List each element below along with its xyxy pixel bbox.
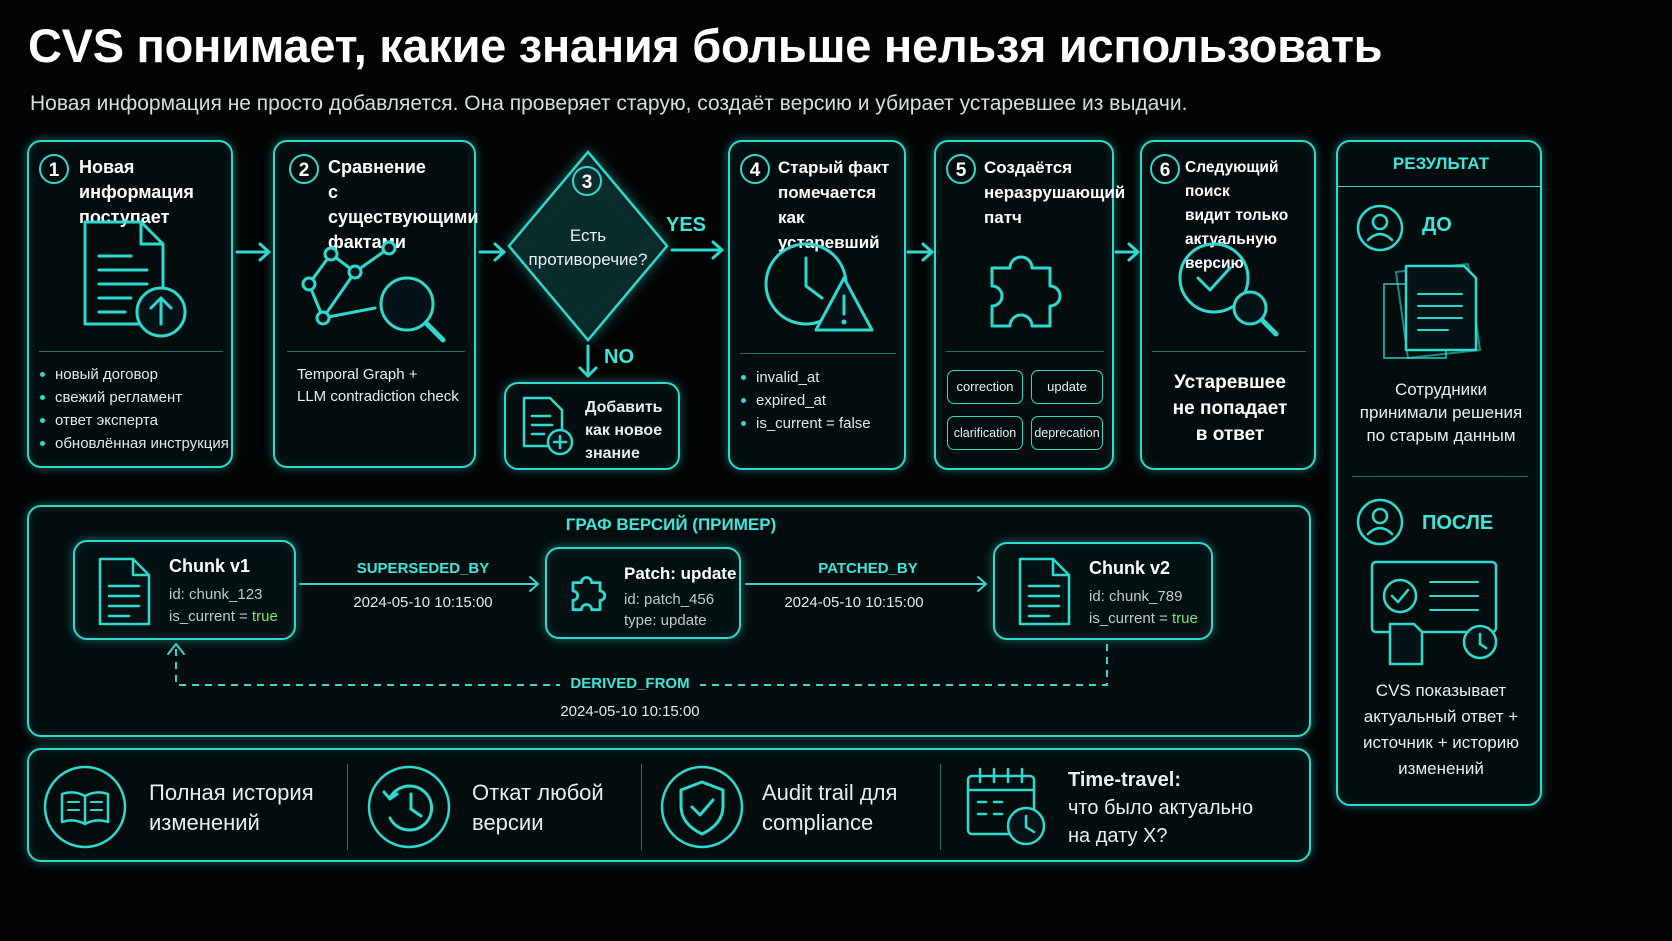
decision-diamond <box>507 150 669 342</box>
edge-superseded-time: 2024-05-10 10:15:00 <box>353 594 493 611</box>
list-item: ответ эксперта <box>39 409 229 432</box>
document-icon <box>1018 557 1071 626</box>
page-subtitle: Новая информация не просто добавляется. … <box>30 92 1188 115</box>
features-panel <box>27 748 1311 862</box>
chunk-v1-node: Chunk v1 id: chunk_123 is_current = true <box>73 540 296 640</box>
node-type: type: update <box>624 612 707 629</box>
arrow-right-icon <box>670 240 724 260</box>
clock-warning-icon <box>764 242 874 332</box>
tag-correction: correction <box>947 370 1023 404</box>
derived-from-dashed-edge <box>167 643 1108 686</box>
list-item: обновлённая инструкция <box>39 432 229 455</box>
tag-clarification: clarification <box>947 416 1023 450</box>
step-number: 3 <box>572 166 602 196</box>
edge-derived-time: 2024-05-10 10:15:00 <box>560 703 700 720</box>
chunk-v2-node: Chunk v2 id: chunk_789 is_current = true <box>993 542 1213 640</box>
check-search-icon <box>1178 242 1279 337</box>
yes-label: YES <box>666 214 707 236</box>
list-item: свежий регламент <box>39 386 229 409</box>
edge-derived-label: DERIVED_FROM <box>560 675 700 692</box>
stacked-documents-icon <box>1383 263 1481 359</box>
shield-check-icon <box>660 765 744 849</box>
puzzle-icon <box>990 255 1062 328</box>
node-title: Patch: update <box>624 564 737 583</box>
node-id: id: chunk_123 <box>169 586 263 603</box>
list-item: invalid_at <box>740 366 871 389</box>
step-1-bullets: новый договор свежий регламент ответ экс… <box>39 363 229 455</box>
tag-update: update <box>1031 370 1103 404</box>
page-title: CVS понимает, какие знания больше нельзя… <box>28 19 1383 72</box>
tag-deprecation: deprecation <box>1031 416 1103 450</box>
list-item: expired_at <box>740 389 871 412</box>
after-label: ПОСЛЕ <box>1422 512 1494 534</box>
patch-node: Patch: update id: patch_456 type: update <box>545 547 741 639</box>
arrow-right-icon <box>906 242 934 262</box>
node-title: Chunk v2 <box>1089 558 1171 578</box>
no-label: NO <box>604 346 634 368</box>
step-2-note: Temporal Graph +LLM contradiction check <box>297 366 459 405</box>
step-number: 1 <box>39 154 69 184</box>
verified-document-clock-icon <box>1370 560 1498 666</box>
document-icon <box>98 557 151 626</box>
arrow-right-icon <box>745 576 987 592</box>
node-id: id: chunk_789 <box>1089 588 1183 605</box>
graph-title: ГРАФ ВЕРСИЙ (ПРИМЕР) <box>565 515 777 534</box>
node-id: id: patch_456 <box>624 591 715 608</box>
node-current: is_current = true <box>1089 610 1198 627</box>
edge-patched-time: 2024-05-10 10:15:00 <box>784 594 924 611</box>
user-icon <box>1356 498 1404 546</box>
edge-superseded-label: SUPERSEDED_BY <box>356 560 490 577</box>
list-item: is_current = false <box>740 412 871 435</box>
calendar-clock-icon <box>966 767 1046 846</box>
step-number: 5 <box>946 154 976 184</box>
book-icon <box>43 765 127 849</box>
arrow-down-icon <box>578 344 598 378</box>
puzzle-icon <box>571 576 607 612</box>
add-document-icon <box>522 396 574 456</box>
step-number: 6 <box>1150 154 1180 184</box>
list-item: новый договор <box>39 363 229 386</box>
arrow-right-icon <box>235 242 271 262</box>
result-header: РЕЗУЛЬТАТ <box>1392 154 1490 173</box>
step-number: 2 <box>289 154 319 184</box>
arrow-right-icon <box>478 242 506 262</box>
node-title: Chunk v1 <box>169 556 251 576</box>
document-upload-icon <box>83 220 187 338</box>
arrow-right-icon <box>1114 242 1140 262</box>
before-label: ДО <box>1422 214 1452 236</box>
step-number: 4 <box>740 154 770 184</box>
graph-search-icon <box>301 240 446 343</box>
node-current: is_current = true <box>169 608 278 625</box>
user-icon <box>1356 204 1404 252</box>
edge-patched-label: PATCHED_BY <box>818 560 918 577</box>
history-icon <box>367 765 451 849</box>
step-4-bullets: invalid_at expired_at is_current = false <box>740 366 871 435</box>
arrow-right-icon <box>299 576 539 592</box>
